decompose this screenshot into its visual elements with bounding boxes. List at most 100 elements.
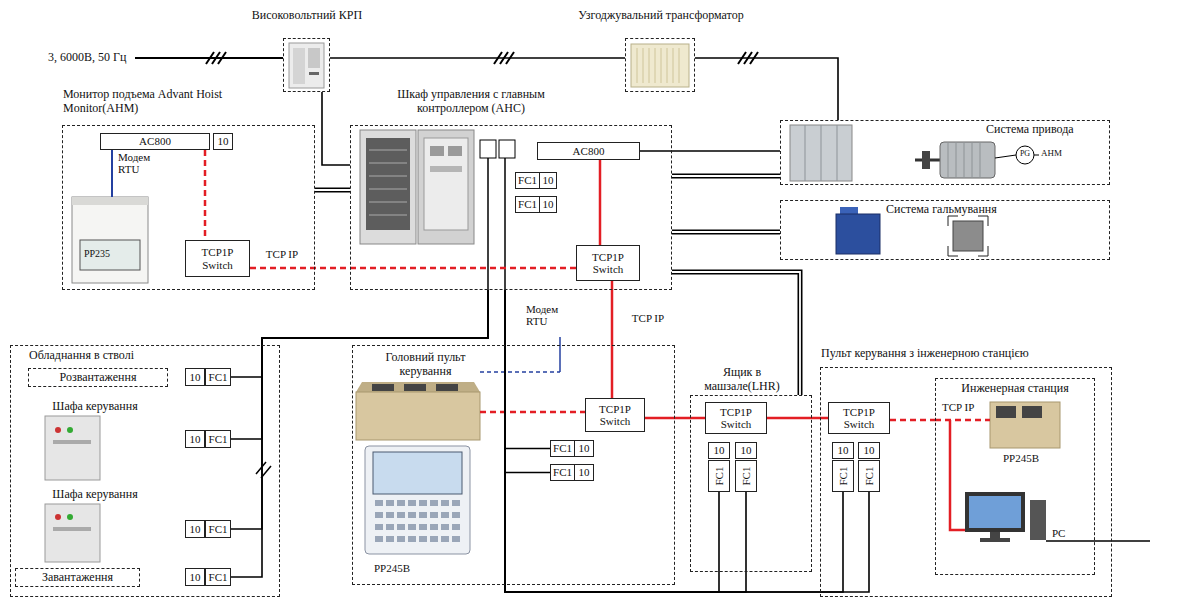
module-box: 10 xyxy=(539,172,557,189)
group-heading: Система гальмування xyxy=(886,203,1046,217)
box-text: Розвантаження xyxy=(60,371,137,384)
connector-line xyxy=(505,290,869,592)
connector xyxy=(695,58,838,120)
box-text: AC800 xyxy=(573,145,605,157)
double-line-outer xyxy=(315,188,350,193)
console-top xyxy=(356,382,480,392)
connector xyxy=(600,160,601,245)
console-screen xyxy=(436,384,458,391)
box-text: 10 xyxy=(838,444,849,456)
module-box: 10 xyxy=(574,464,594,481)
connector-line xyxy=(250,267,576,270)
box-text: TCP1P Switch xyxy=(831,406,887,430)
box-text: FC1 xyxy=(740,467,752,486)
switch-box: TCP1P Switch xyxy=(585,398,645,432)
text-label: Шафа керування xyxy=(30,400,160,413)
pc-stand xyxy=(990,532,1000,538)
connector-line xyxy=(695,58,838,120)
group-box: Система гальмування xyxy=(780,200,1110,260)
group-heading: Инженерная станция xyxy=(936,382,1094,396)
modem-line xyxy=(480,371,560,373)
connector xyxy=(250,268,576,269)
indicator xyxy=(55,514,61,520)
module-box: FC1 xyxy=(858,460,880,492)
box-text: FC1 xyxy=(209,371,228,383)
connector-line xyxy=(231,290,488,439)
box-text: 10 xyxy=(190,371,201,383)
connector-line xyxy=(204,150,207,240)
box-text: 10 xyxy=(741,444,752,456)
module-box: FC1 xyxy=(735,460,757,492)
encoder-link xyxy=(995,155,1016,158)
rack-rails xyxy=(369,150,407,215)
double-line-outer xyxy=(672,230,780,235)
ethernet-line xyxy=(935,419,990,422)
break-mark xyxy=(256,462,271,478)
connector-line xyxy=(505,290,746,592)
group-heading: Пульт керування з інженерною станцією xyxy=(821,347,1101,361)
text-label: 3, 6000В, 50 Гц xyxy=(48,51,126,64)
connector xyxy=(231,290,488,529)
module-box: 10 xyxy=(858,442,880,459)
module-box: FC1 xyxy=(832,460,854,492)
text-label: PC xyxy=(1052,527,1065,539)
connector-line xyxy=(611,281,614,398)
module-box: FC1 xyxy=(205,430,231,448)
cabinet-module xyxy=(430,146,444,156)
group-heading: Монитор подъема Advant Hoist Monitor(AHM… xyxy=(63,88,241,116)
connector xyxy=(505,290,843,592)
bus-wire xyxy=(487,158,489,290)
encoder-circle xyxy=(1016,146,1034,164)
group-box: Узгоджувальний трансформатор xyxy=(625,38,695,92)
connector-line xyxy=(599,160,602,245)
modem-line xyxy=(111,150,113,197)
box-text: TCP1P Switch xyxy=(708,406,764,430)
port-square xyxy=(499,140,515,158)
connector xyxy=(315,190,350,191)
box-text: FC1 xyxy=(837,467,849,486)
text-label: Модем RTU xyxy=(526,303,568,327)
connector-label: TCP IP xyxy=(264,248,300,260)
module-box: FC1 xyxy=(515,172,540,189)
group-heading: Ящик в машзале(LHR) xyxy=(699,366,785,394)
cabinet-strip xyxy=(53,527,91,531)
engineering-console xyxy=(990,402,1060,448)
control-cabinet xyxy=(360,130,416,244)
connector xyxy=(672,176,780,177)
hydraulic-station xyxy=(836,214,880,254)
brake-brackets xyxy=(948,216,988,256)
box-text: 10 xyxy=(218,135,229,147)
box-text: 10 xyxy=(579,442,590,454)
module-box: 10 xyxy=(213,133,233,150)
connector xyxy=(330,58,625,59)
box-text: TCP1P Switch xyxy=(588,403,642,427)
connector xyxy=(672,232,780,233)
double-line-inner xyxy=(315,189,350,191)
port-square xyxy=(480,140,496,158)
connector xyxy=(231,290,488,577)
module-box: 10 xyxy=(832,442,854,459)
group-box: Головний пульт керуванняTCP1P SwitchFC11… xyxy=(352,345,675,585)
double-line-inner xyxy=(672,175,780,177)
box-text: TCP1P Switch xyxy=(579,251,637,275)
cabinet-seams xyxy=(805,125,837,181)
module-box: FC1 xyxy=(205,368,231,386)
double-line-outer xyxy=(672,272,800,395)
indicator xyxy=(67,514,73,520)
panel-top xyxy=(72,197,148,205)
connector xyxy=(640,151,780,152)
group-heading: Узгоджувальний трансформатор xyxy=(566,9,756,23)
pc-base xyxy=(980,538,1010,542)
console-desk xyxy=(356,392,480,440)
connector xyxy=(205,150,206,240)
box-text: AC800 xyxy=(139,135,171,147)
text-label: TCP IP xyxy=(942,401,974,413)
motor-fins xyxy=(948,142,980,178)
group-box: Ящик в машзале(LHR)TCP1P Switch1010FC1FC… xyxy=(690,395,812,572)
connector xyxy=(672,272,800,395)
control-cabinet xyxy=(418,130,474,244)
motor-body xyxy=(940,142,995,178)
double-line-outer xyxy=(672,174,780,179)
station-box: Завантаження xyxy=(15,568,140,587)
